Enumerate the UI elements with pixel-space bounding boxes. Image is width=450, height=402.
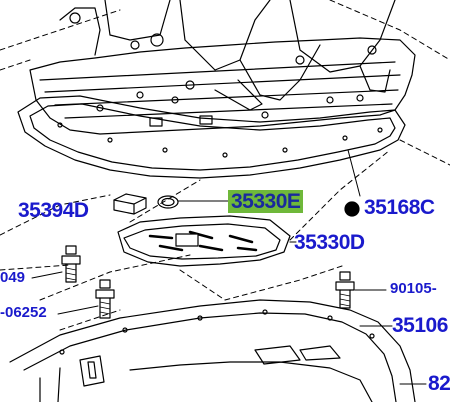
oil-pan-gasket xyxy=(17,95,406,179)
magnet-dot xyxy=(344,201,360,217)
o-ring xyxy=(157,195,229,209)
oil-strainer xyxy=(117,215,293,267)
callout-35394D: 35394D xyxy=(18,199,89,222)
plug-part xyxy=(113,193,147,215)
bolt-right xyxy=(335,271,355,309)
assembly-lines xyxy=(0,0,450,331)
callout-35106: 35106 xyxy=(392,314,448,337)
callout-90105: 90105- xyxy=(390,280,437,297)
callout-35330D: 35330D xyxy=(294,231,365,254)
bolt-left-upper xyxy=(61,245,81,283)
callout-35330E: 35330E xyxy=(228,190,304,213)
callout-06252: -06252 xyxy=(0,304,47,321)
leader-lines xyxy=(31,149,427,385)
callout-82: 82 xyxy=(428,372,450,395)
oil-pan xyxy=(9,299,416,402)
callout-049: 049 xyxy=(0,269,26,286)
callout-35168C: 35168C xyxy=(364,196,435,219)
bolt-left-lower xyxy=(95,279,115,319)
